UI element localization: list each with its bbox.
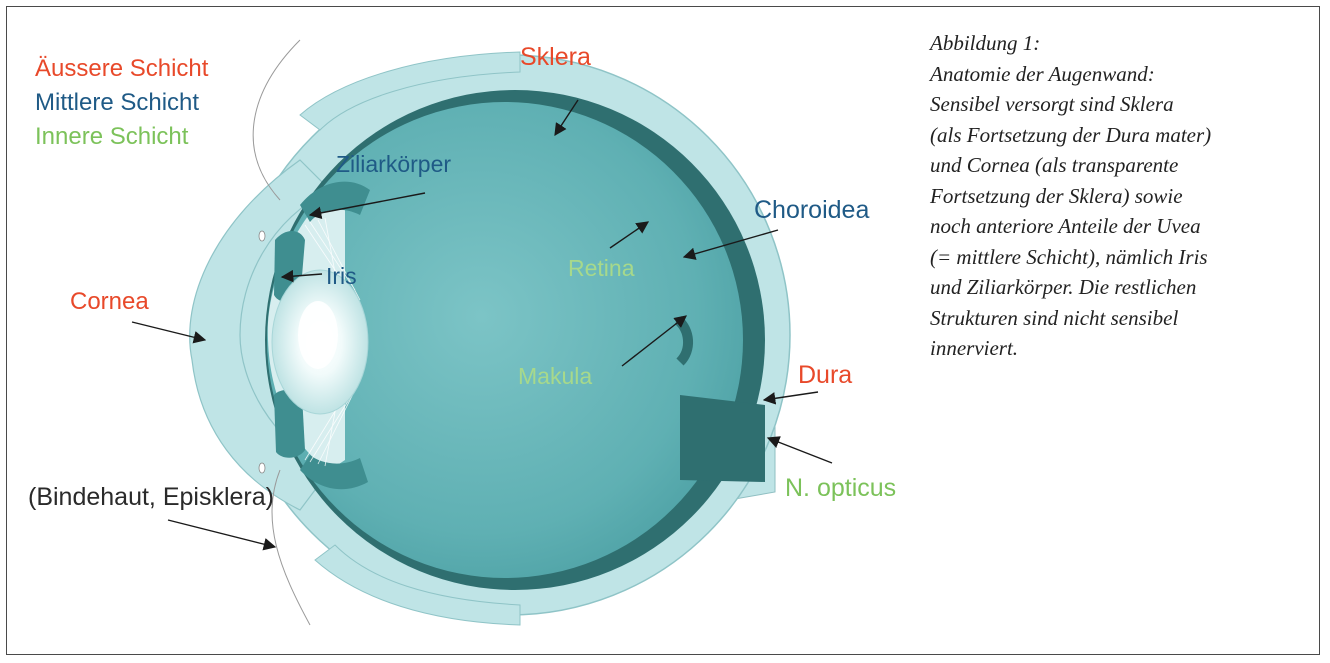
caption-line: (= mittlere Schicht), nämlich Iris <box>930 242 1315 273</box>
arrow-n-opticus <box>768 438 832 463</box>
label-makula: Makula <box>518 363 592 389</box>
arrow-bindehaut <box>168 520 275 547</box>
legend-middle: Mittlere Schicht <box>35 89 199 116</box>
caption-line: Fortsetzung der Sklera) sowie <box>930 181 1315 212</box>
caption-line: und Cornea (als transparente <box>930 150 1315 181</box>
label-sklera: Sklera <box>520 43 591 71</box>
lens-core <box>298 301 338 369</box>
caption-line: (als Fortsetzung der Dura mater) <box>930 120 1315 151</box>
caption-line: Abbildung 1: <box>930 28 1315 59</box>
legend-outer: Äussere Schicht <box>35 55 209 82</box>
legend-inner: Innere Schicht <box>35 123 189 150</box>
label-bindehaut: (Bindehaut, Episklera) <box>28 483 274 511</box>
caption-line: Sensibel versorgt sind Sklera <box>930 89 1315 120</box>
caption-line: und Ziliarkörper. Die restlichen <box>930 272 1315 303</box>
label-cornea: Cornea <box>70 288 149 315</box>
label-retina: Retina <box>568 255 635 281</box>
label-ziliarkoerper: Ziliarkörper <box>336 151 451 177</box>
cornea-marker-lower <box>259 463 265 473</box>
caption-line: innerviert. <box>930 333 1315 364</box>
label-choroidea: Choroidea <box>754 196 869 224</box>
label-iris: Iris <box>326 263 357 289</box>
caption-line: noch anteriore Anteile der Uvea <box>930 211 1315 242</box>
n-opticus-stem <box>680 395 765 482</box>
figure-caption: Abbildung 1: Anatomie der Augenwand: Sen… <box>930 28 1315 364</box>
caption-line: Anatomie der Augenwand: <box>930 59 1315 90</box>
caption-line: Strukturen sind nicht sensibel <box>930 303 1315 334</box>
cornea-marker-upper <box>259 231 265 241</box>
label-dura: Dura <box>798 361 852 389</box>
label-n-opticus: N. opticus <box>785 474 896 502</box>
